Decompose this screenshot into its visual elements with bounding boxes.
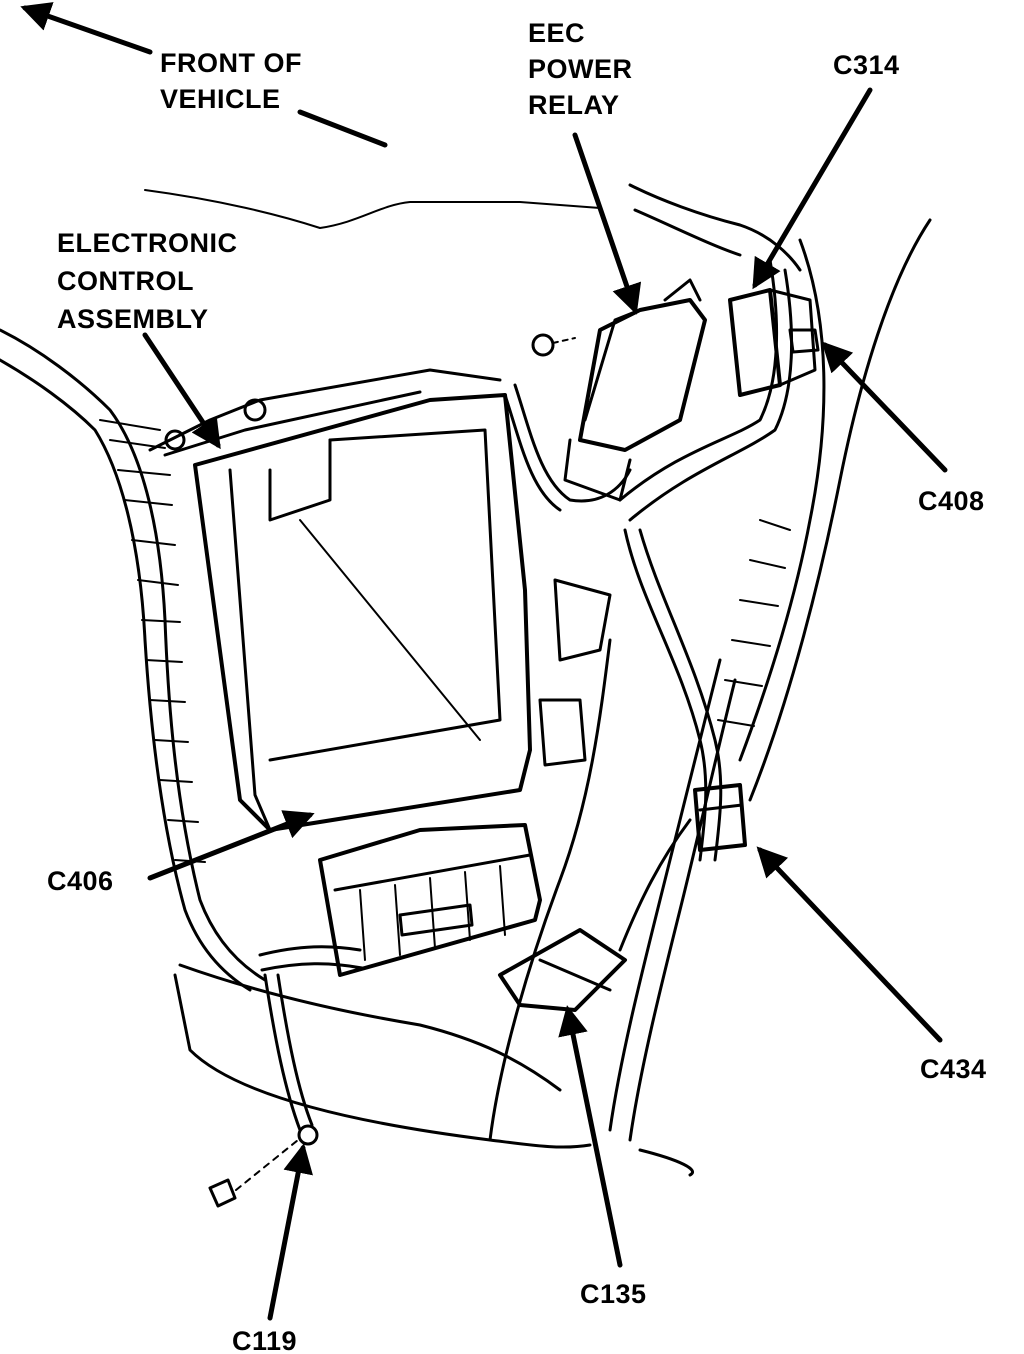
label-front-of-vehicle-line1: FRONT OF [160,48,302,78]
label-eec-power-relay-line3: RELAY [528,90,620,120]
label-c408: C408 [918,486,985,516]
label-eec-power-relay-line2: POWER [528,54,633,84]
eec-power-relay [531,278,707,502]
connector-c314 [728,288,817,397]
electronic-control-assembly [148,368,542,977]
callout-labels: FRONT OF VEHICLE EEC POWER RELAY C314 EL… [47,18,987,1354]
connector-c135 [498,928,627,1012]
label-eca-line3: ASSEMBLY [57,304,209,334]
label-c314: C314 [833,50,900,80]
label-c119: C119 [232,1326,297,1354]
label-front-of-vehicle-line2: VEHICLE [160,84,281,114]
connector-c408 [788,328,820,354]
connector-c434 [693,783,747,852]
label-eca-line1: ELECTRONIC [57,228,238,258]
label-c406: C406 [47,866,114,896]
wiring-harnesses [258,258,794,1132]
label-c135: C135 [580,1279,647,1309]
label-c434: C434 [920,1054,987,1084]
leader-lines [20,2,948,1321]
label-eec-power-relay-line1: EEC [528,18,585,48]
vehicle-structure [0,183,932,1177]
label-eca-line2: CONTROL [57,266,194,296]
